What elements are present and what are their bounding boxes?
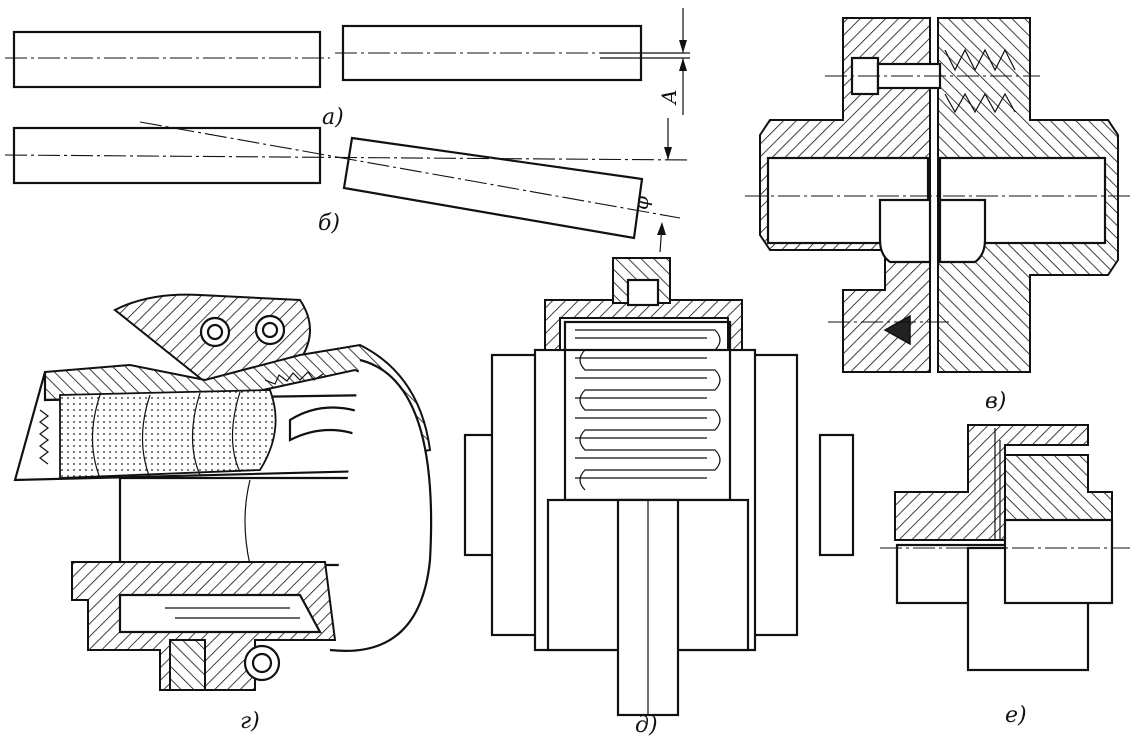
offset-dimension-label: A	[657, 90, 681, 106]
figure-d-serpentine-spring-coupling	[463, 257, 855, 717]
figure-v-flange-coupling	[745, 17, 1130, 373]
figure-label-e: е)	[1005, 703, 1027, 728]
figure-label-d: д)	[635, 713, 658, 738]
figure-b-angular-misalignment	[4, 118, 691, 253]
figure-label-v: в)	[985, 389, 1006, 414]
figure-a-parallel-offset	[5, 8, 690, 115]
figure-e-sleeve-coupling	[880, 424, 1130, 672]
figure-label-g: г)	[240, 709, 260, 734]
figure-g-gear-coupling	[13, 293, 433, 691]
angle-dimension-label: φ	[629, 196, 653, 210]
figure-label-a: а)	[322, 105, 344, 130]
figure-label-b: б)	[318, 211, 340, 236]
